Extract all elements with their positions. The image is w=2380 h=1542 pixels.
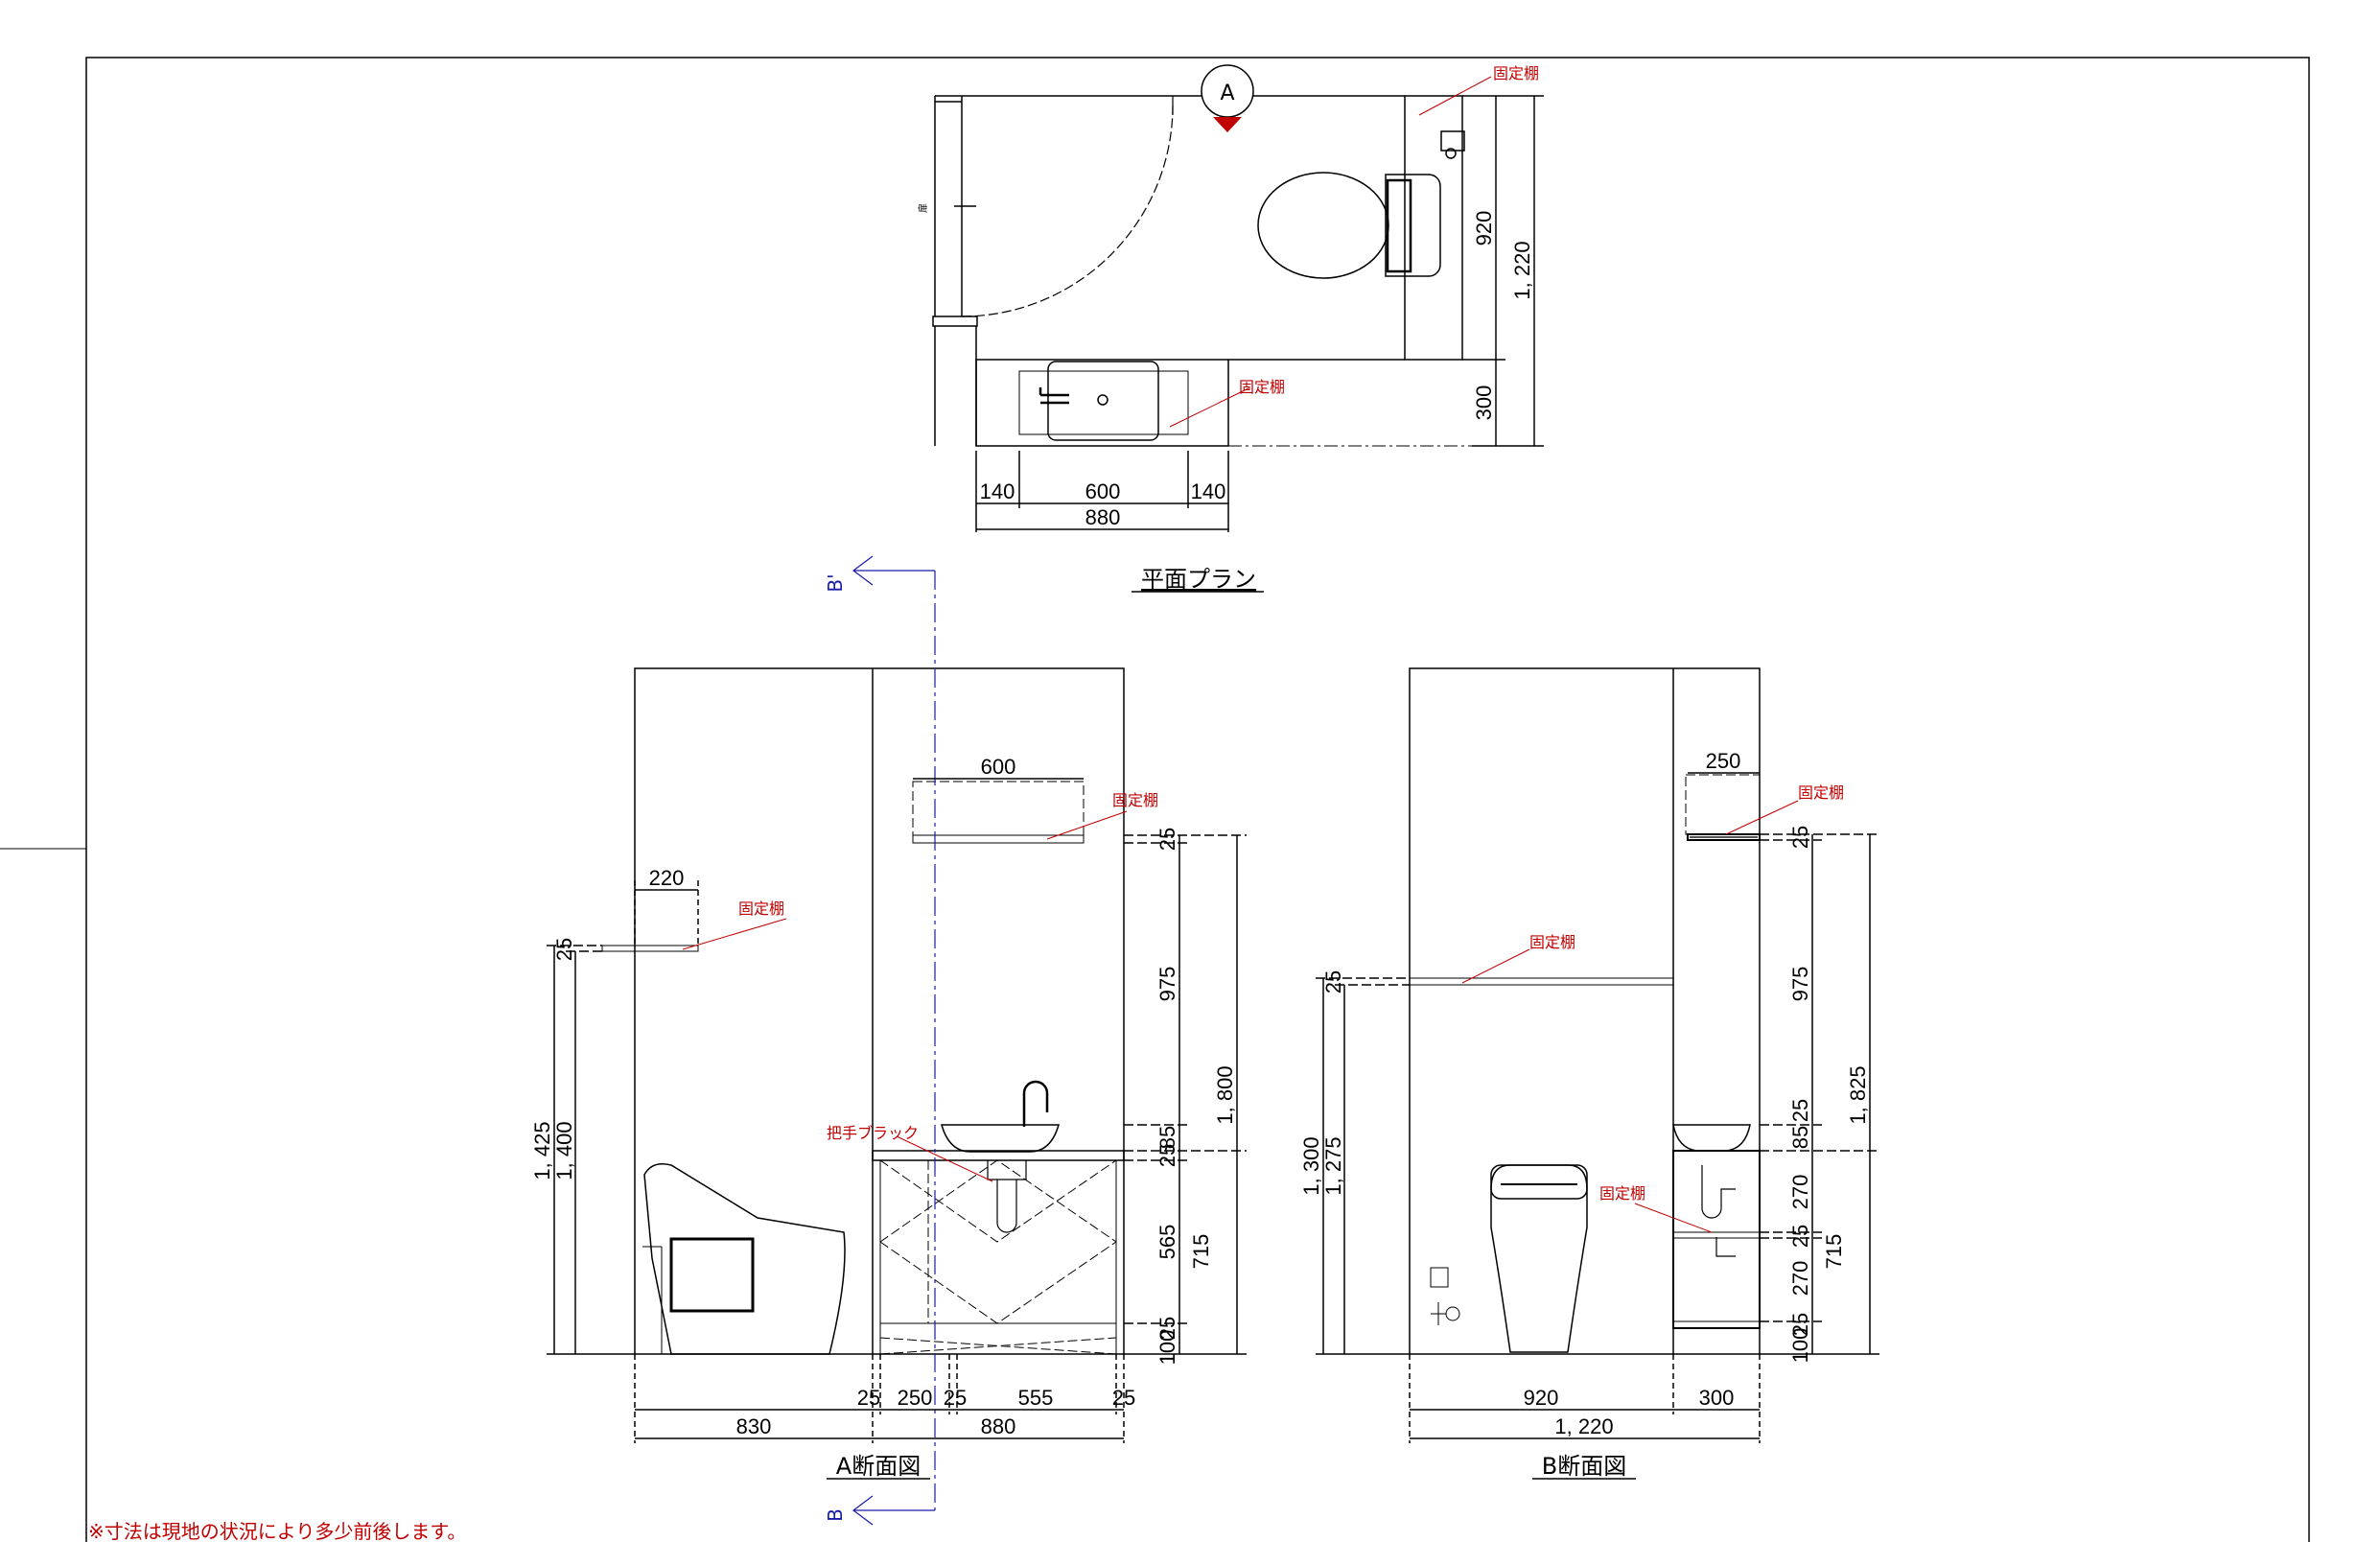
- sectionB-dim-h1220: 1, 220: [1554, 1414, 1613, 1438]
- sectionB-dim-v975: 975: [1788, 967, 1812, 1002]
- sectionB-dim-v25c: 25: [1788, 1225, 1812, 1248]
- sectionA-dim-h555: 555: [1018, 1386, 1054, 1410]
- sectionA-label-handle: 把手ブラック: [827, 1124, 919, 1142]
- sectionB-label-shelf-mid: 固定棚: [1529, 933, 1575, 951]
- sectionB-label-shelf-top: 固定棚: [1798, 783, 1844, 802]
- plan-title: 平面プラン: [1141, 566, 1256, 593]
- sectionA-dim-v25a: 25: [1155, 828, 1179, 851]
- sectionA-dim-h880: 880: [981, 1414, 1016, 1438]
- section-mark-top: B': [824, 573, 847, 592]
- sectionB-dim-v25l: 25: [1321, 970, 1345, 993]
- sectionA-dim-h250: 250: [898, 1386, 933, 1410]
- plan-dim-880: 880: [1085, 505, 1121, 529]
- sectionB-dim-v25d: 25: [1788, 1313, 1812, 1336]
- sectionA-dim-v85: 85: [1155, 1126, 1179, 1149]
- sectionB-label-shelf-low: 固定棚: [1599, 1184, 1645, 1203]
- plan-dim-140b: 140: [1191, 479, 1226, 503]
- sectionA-dim-h25a: 25: [857, 1386, 880, 1410]
- section-marker-a: [1201, 64, 1254, 132]
- plan-door-label: 扉: [917, 203, 929, 213]
- sectionA-dim-220: 220: [649, 866, 685, 890]
- sectionA-dim-600: 600: [981, 755, 1016, 779]
- sectionA-dim-v715: 715: [1189, 1234, 1213, 1270]
- sectionB-dim-v270a: 270: [1788, 1175, 1812, 1210]
- section-mark-bottom: B: [824, 1508, 847, 1522]
- sectionA-dim-h830: 830: [736, 1414, 772, 1438]
- plan-label-shelf-1: 固定棚: [1493, 64, 1539, 82]
- plan-dim-140a: 140: [980, 479, 1015, 503]
- sectionA-dim-v1425: 1, 425: [530, 1121, 554, 1180]
- sectionB-dim-v1825: 1, 825: [1846, 1065, 1870, 1124]
- sectionB-dim-250: 250: [1706, 749, 1741, 773]
- sheet-border: [85, 57, 2310, 1542]
- sectionB-dim-v25a: 25: [1788, 826, 1812, 849]
- sectionA-dim-v1800: 1, 800: [1213, 1065, 1237, 1124]
- sectionB-dim-v85: 85: [1788, 1126, 1812, 1149]
- sectionA-label-shelf-left: 固定棚: [738, 900, 784, 918]
- plan-marker-label: A: [1220, 82, 1234, 105]
- sectionA-title: A断面図: [836, 1453, 921, 1480]
- sectionA-dim-v975: 975: [1155, 967, 1179, 1002]
- sectionB-dim-h920: 920: [1524, 1386, 1559, 1410]
- plan-label-shelf-2: 固定棚: [1239, 378, 1285, 396]
- sectionA-dim-v565: 565: [1155, 1225, 1179, 1260]
- floor-plan: [932, 64, 1544, 532]
- sectionB-dim-v1300: 1, 300: [1299, 1136, 1323, 1195]
- sectionB-title: B断面図: [1542, 1453, 1626, 1480]
- plan-dim-1220: 1, 220: [1510, 241, 1534, 299]
- section-a-drawing: [547, 555, 1247, 1526]
- sectionB-dim-v270b: 270: [1788, 1261, 1812, 1297]
- sectionA-label-shelf-top: 固定棚: [1112, 791, 1158, 809]
- sectionA-dim-v25c: 25: [1155, 1317, 1179, 1340]
- section-b-drawing: [1316, 667, 1879, 1443]
- sectionB-dim-v1275: 1, 275: [1321, 1136, 1345, 1195]
- plan-dim-300: 300: [1472, 386, 1496, 421]
- sectionB-dim-h300: 300: [1699, 1386, 1735, 1410]
- sectionA-dim-v1400: 1, 400: [552, 1121, 576, 1180]
- plan-dim-600: 600: [1085, 479, 1121, 503]
- sectionA-dim-h25b: 25: [944, 1386, 967, 1410]
- sectionB-dim-v100: 100: [1788, 1328, 1812, 1364]
- sectionA-dim-v100: 100: [1155, 1330, 1179, 1366]
- sectionA-dim-v25l: 25: [552, 938, 576, 961]
- sectionA-dim-v25b: 25: [1155, 1144, 1179, 1167]
- plan-dim-920: 920: [1472, 211, 1496, 246]
- footnote: ※寸法は現地の状況により多少前後します。: [88, 1520, 466, 1542]
- sectionB-dim-v715: 715: [1822, 1234, 1846, 1270]
- sectionB-dim-v25b: 25: [1788, 1099, 1812, 1122]
- sectionA-dim-h25c: 25: [1112, 1386, 1135, 1410]
